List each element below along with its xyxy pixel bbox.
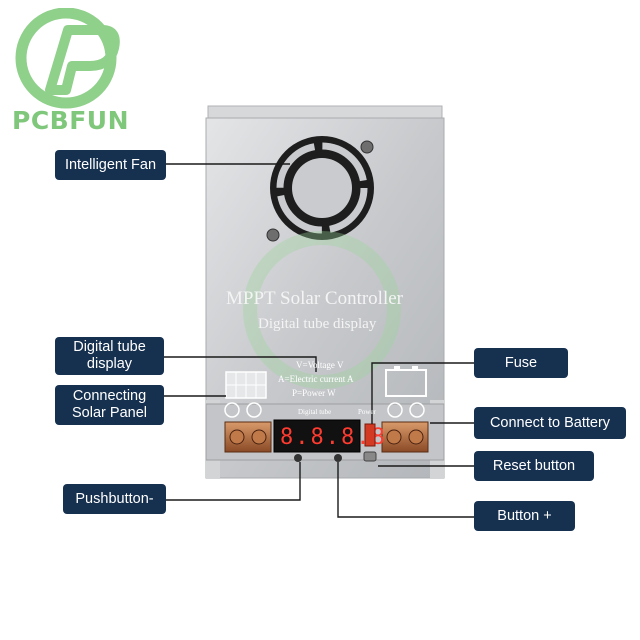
brand-name: PCBFUN	[12, 106, 130, 135]
legend-power: P=Power W	[292, 388, 336, 398]
label-fuse: Fuse	[474, 348, 568, 378]
label-reset-button: Reset button	[474, 451, 594, 481]
device-subtitle: Digital tube display	[258, 316, 377, 332]
power-small-label: Power	[358, 408, 376, 416]
pcbfun-logo	[15, 8, 120, 109]
solar-terminal-block	[224, 421, 272, 453]
legend-current: A=Electric current A	[278, 374, 354, 384]
device-title: MPPT Solar Controller	[226, 288, 403, 309]
battery-terminal-block	[381, 421, 429, 453]
label-pushbutton-minus: Pushbutton-	[63, 484, 166, 514]
digital-tube-small-label: Digital tube	[298, 408, 332, 416]
label-intelligent-fan: Intelligent Fan	[55, 150, 166, 180]
label-connect-to-battery: Connect to Battery	[474, 407, 626, 439]
label-connecting-solar-panel: Connecting Solar Panel	[55, 385, 164, 425]
legend-voltage: V=Voltage V	[296, 360, 344, 370]
button-plus	[334, 454, 342, 462]
battery-icon	[385, 366, 427, 397]
pushbutton-minus	[294, 454, 302, 462]
label-button-plus: Button +	[474, 501, 575, 531]
reset-button	[363, 451, 377, 462]
label-digital-tube-display: Digital tube display	[55, 337, 164, 375]
fan-icon	[270, 136, 374, 240]
solar-panel-icon	[225, 371, 267, 399]
fuse	[364, 423, 376, 447]
